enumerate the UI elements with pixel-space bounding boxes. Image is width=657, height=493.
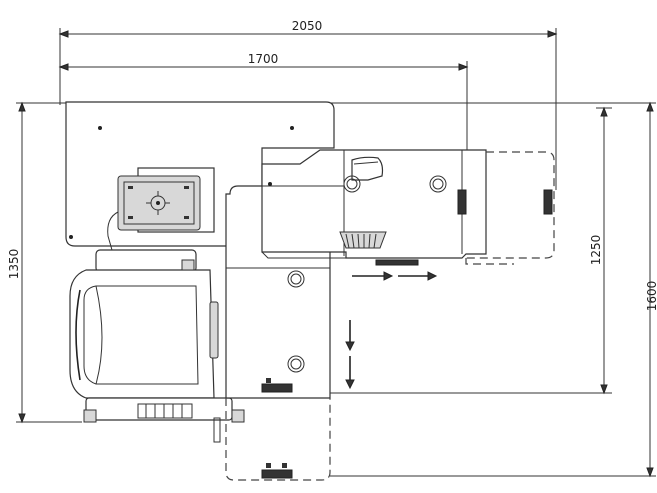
arrow-down — [345, 320, 355, 352]
chair — [69, 249, 245, 423]
arrow-right — [352, 271, 394, 281]
lower-extension-outline — [213, 398, 331, 481]
dimension-label-2050: 2050 — [292, 19, 323, 33]
dimension-1600: 1600 — [330, 101, 657, 478]
dimension-1250: 1250 — [330, 106, 612, 395]
grille — [339, 231, 387, 249]
dimension-label-1600: 1600 — [645, 281, 657, 312]
dimension-label-1250: 1250 — [589, 235, 603, 266]
main-table — [261, 149, 487, 266]
dimension-1700: 1700 — [58, 52, 469, 190]
right-extension-outline — [465, 151, 555, 265]
target-icon — [146, 191, 170, 215]
dimension-label-1350: 1350 — [7, 249, 21, 280]
dimension-2050: 2050 — [58, 19, 558, 190]
dimension-label-1700: 1700 — [248, 52, 279, 66]
arrow-down — [345, 356, 355, 390]
mount-hole — [69, 235, 73, 239]
control-panel — [107, 167, 215, 251]
mount-hole — [98, 126, 102, 130]
arrow-right — [398, 271, 438, 281]
mount-hole — [290, 126, 294, 130]
